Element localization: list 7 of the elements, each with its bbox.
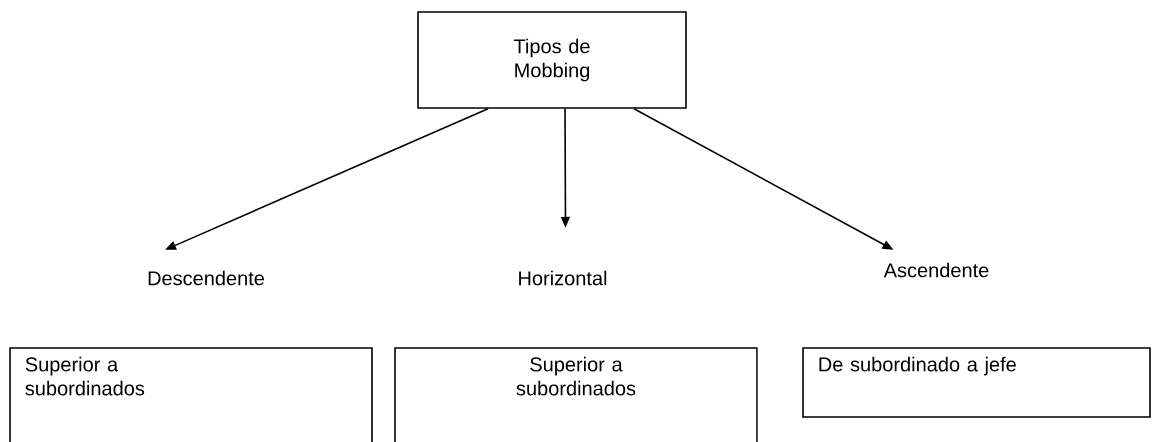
category-label: Descendente — [148, 270, 264, 286]
category-label: Ascendente — [883, 262, 989, 278]
description-box: De subordinado a jefe — [802, 347, 1151, 418]
description-box: Superior a subordinados — [9, 347, 373, 442]
description-box: Superior a subordinados — [394, 347, 758, 442]
title-box: Tipos de Mobbing — [417, 11, 687, 109]
category-label: Horizontal — [519, 270, 607, 286]
